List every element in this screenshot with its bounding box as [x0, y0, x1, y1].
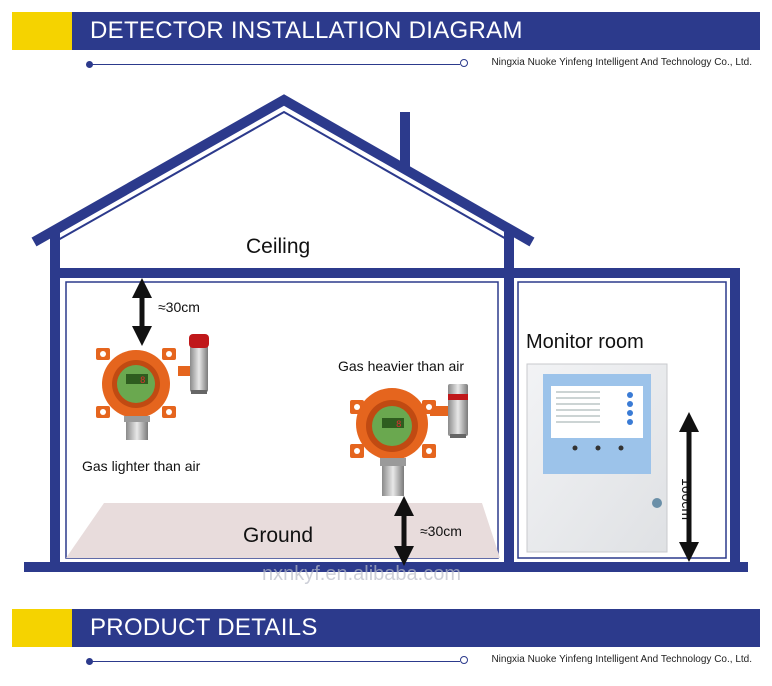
footer-banner: PRODUCT DETAILS: [12, 609, 760, 647]
footer-subline: Ningxia Nuoke Yinfeng Intelligent And Te…: [12, 653, 760, 671]
chimney: [400, 112, 410, 168]
footer-title: PRODUCT DETAILS: [90, 614, 318, 641]
footer-subline-rule: [90, 661, 460, 662]
controller-cabinet: [526, 363, 668, 553]
header-title: DETECTOR INSTALLATION DIAGRAM: [90, 17, 523, 44]
footer-banner-accent: [12, 609, 72, 647]
ground-plane: [66, 503, 500, 558]
heavy-gas-label: Gas heavier than air: [338, 358, 465, 374]
monitor-room-label: Monitor room: [526, 331, 644, 353]
roof: [31, 94, 535, 247]
ground-distance-label: ≈30cm: [420, 523, 462, 539]
header-banner: DETECTOR INSTALLATION DIAGRAM: [12, 12, 760, 50]
right-wall: [730, 268, 740, 572]
light-gas-label: Gas lighter than air: [82, 458, 201, 474]
left-wall: [50, 232, 60, 572]
subline-rule: [90, 64, 460, 65]
detector-heavy-gas: 8: [350, 384, 468, 496]
subline-dot: [86, 61, 93, 68]
panel-height-label: 160cm: [679, 478, 695, 521]
middle-wall: [504, 232, 514, 572]
ground-label: Ground: [243, 524, 314, 547]
footer-company: Ningxia Nuoke Yinfeng Intelligent And Te…: [491, 654, 752, 665]
detector-display: 8: [140, 376, 145, 386]
footer-subline-dot: [86, 658, 93, 665]
ceiling-label: Ceiling: [246, 235, 311, 258]
footer-company-bullet-icon: [460, 656, 468, 664]
header-company: Ningxia Nuoke Yinfeng Intelligent And Te…: [491, 57, 752, 68]
roof-inner: [57, 110, 509, 241]
ceiling-distance-label: ≈30cm: [158, 299, 200, 315]
watermark: nxnkyf.en.alibaba.com: [262, 563, 462, 585]
floor-beam: [24, 562, 748, 572]
detector-light-gas: 8: [96, 334, 209, 440]
banner-accent: [12, 12, 72, 50]
company-bullet-icon: [460, 59, 468, 67]
ceiling-beam: [50, 268, 740, 278]
detector-display-2: 8: [396, 420, 401, 430]
header-subline: Ningxia Nuoke Yinfeng Intelligent And Te…: [12, 56, 760, 74]
